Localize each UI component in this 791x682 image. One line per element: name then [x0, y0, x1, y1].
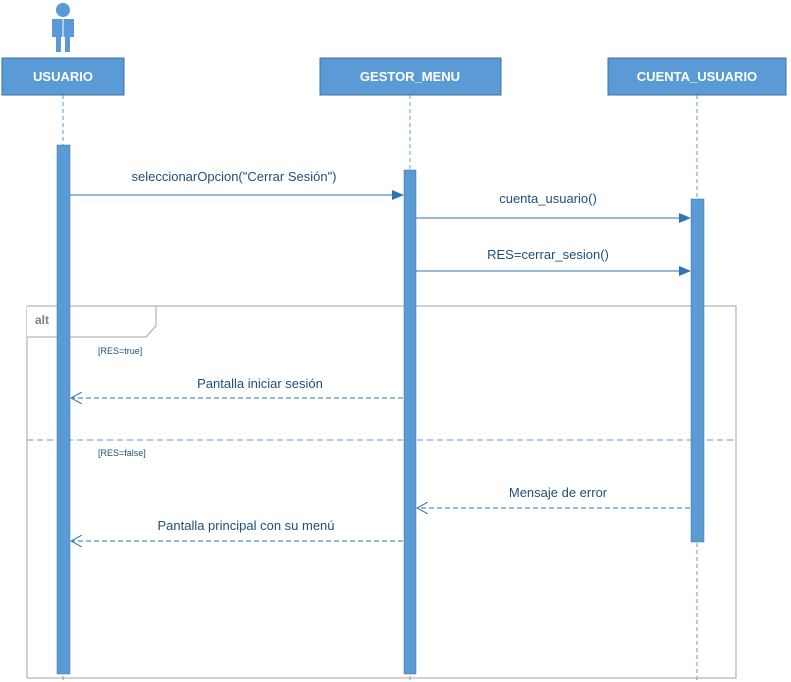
message-m3-label: RES=cerrar_sesion() [487, 247, 609, 262]
participant-cuenta[interactable]: CUENTA_USUARIO [607, 57, 787, 96]
message-m1: seleccionarOpcion("Cerrar Sesión") [70, 169, 404, 200]
message-m3: RES=cerrar_sesion() [416, 247, 691, 276]
participant-gestor[interactable]: GESTOR_MENU [319, 57, 502, 96]
alt-fragment: alt [RES=true] [RES=false] [26, 305, 737, 679]
message-m2: cuenta_usuario() [416, 191, 691, 223]
participant-gestor-label: GESTOR_MENU [360, 69, 460, 84]
message-m5: Mensaje de error [417, 485, 690, 508]
message-m4-label: Pantalla iniciar sesión [197, 376, 323, 391]
person-icon [52, 3, 74, 52]
message-m4: Pantalla iniciar sesión [71, 376, 403, 398]
message-m5-label: Mensaje de error [509, 485, 608, 500]
participant-usuario-label: USUARIO [33, 69, 93, 84]
activation-usuario [56, 144, 71, 675]
message-m6-label: Pantalla principal con su menú [157, 518, 334, 533]
guard-false: [RES=false] [98, 448, 146, 458]
participant-usuario[interactable]: USUARIO [1, 57, 125, 96]
guard-true: [RES=true] [98, 346, 142, 356]
message-m1-label: seleccionarOpcion("Cerrar Sesión") [131, 169, 336, 184]
message-m2-label: cuenta_usuario() [499, 191, 597, 206]
message-m6: Pantalla principal con su menú [71, 518, 403, 541]
activation-cuenta [690, 198, 705, 543]
activation-gestor [403, 169, 417, 675]
participant-cuenta-label: CUENTA_USUARIO [637, 69, 757, 84]
alt-label: alt [35, 313, 49, 327]
